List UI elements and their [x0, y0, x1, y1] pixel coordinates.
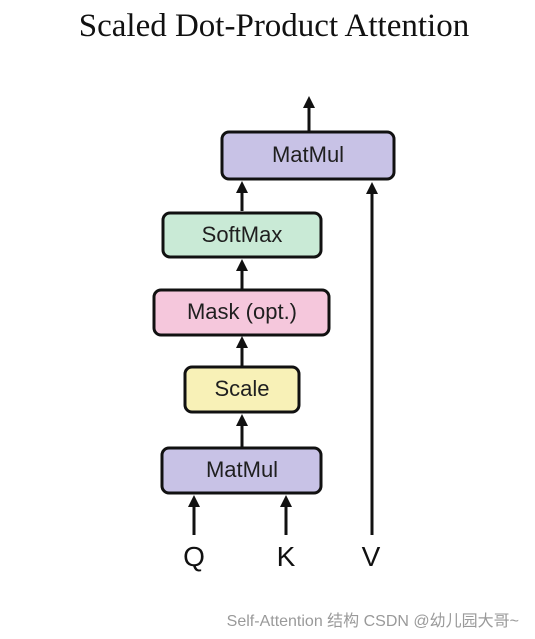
- v-input-arrow-head: [366, 182, 378, 194]
- scale-box: [183, 365, 301, 414]
- scale-to-mask-arrow-head: [236, 336, 248, 348]
- matmul-top-box: [220, 130, 396, 181]
- scale-label: Scale: [214, 376, 269, 401]
- mask-box: [152, 288, 331, 337]
- softmax-box: [161, 211, 323, 259]
- k-label: K: [277, 541, 296, 572]
- matmul-bottom-box: [160, 446, 323, 495]
- q-input-arrow-head: [188, 495, 200, 507]
- k-input-arrow-head: [280, 495, 292, 507]
- matmul-to-scale-arrow-head: [236, 414, 248, 426]
- q-label: Q: [183, 541, 205, 572]
- softmax-label: SoftMax: [202, 222, 283, 247]
- v-label: V: [362, 541, 381, 572]
- image-caption: Self-Attention 结构 CSDN @幼儿园大哥~: [226, 613, 519, 630]
- output-arrow-head: [303, 96, 315, 108]
- softmax-to-matmul-arrow-head: [236, 181, 248, 193]
- matmul-top-label: MatMul: [272, 142, 344, 167]
- mask-to-softmax-arrow-head: [236, 259, 248, 271]
- mask-label: Mask (opt.): [187, 299, 297, 324]
- diagram-title: Scaled Dot-Product Attention: [79, 8, 469, 44]
- matmul-bottom-label: MatMul: [206, 457, 278, 482]
